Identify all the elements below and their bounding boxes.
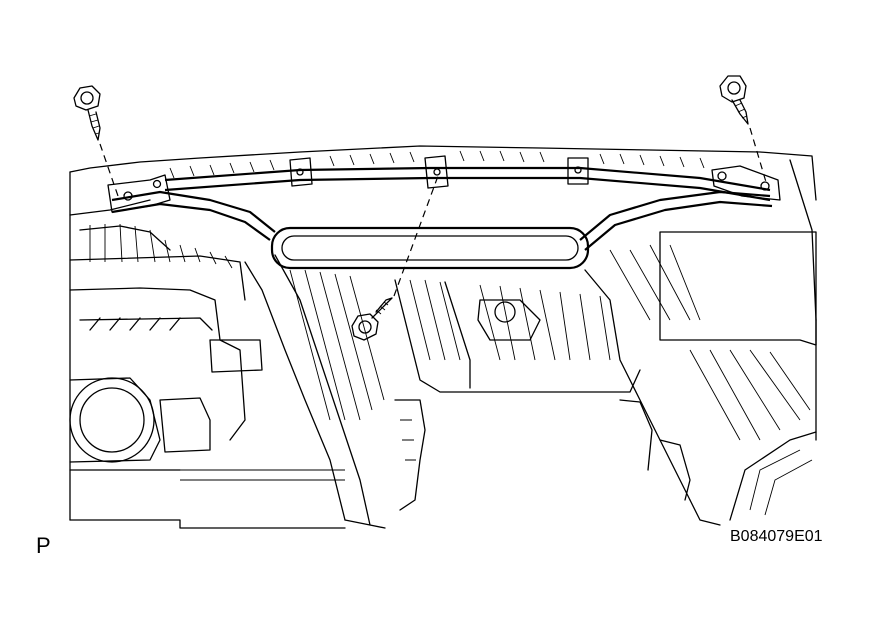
panel-body bbox=[69, 223, 817, 526]
wire-harness bbox=[111, 166, 773, 270]
bolt-left-guide-line bbox=[99, 143, 119, 197]
cluster-area bbox=[69, 287, 346, 529]
lower-duct bbox=[344, 399, 721, 529]
figure-code-label: B084079E01 bbox=[730, 528, 823, 545]
screw-center bbox=[351, 297, 393, 341]
view-letter-label: P bbox=[36, 533, 51, 558]
bolt-left bbox=[73, 85, 101, 141]
harness-clips bbox=[107, 155, 781, 213]
bolt-right-guide-line bbox=[749, 127, 767, 183]
defroster-slats bbox=[169, 150, 705, 179]
panel-outline bbox=[69, 145, 817, 521]
screw-center-guide-line bbox=[393, 175, 439, 297]
bolt-right bbox=[719, 75, 749, 125]
